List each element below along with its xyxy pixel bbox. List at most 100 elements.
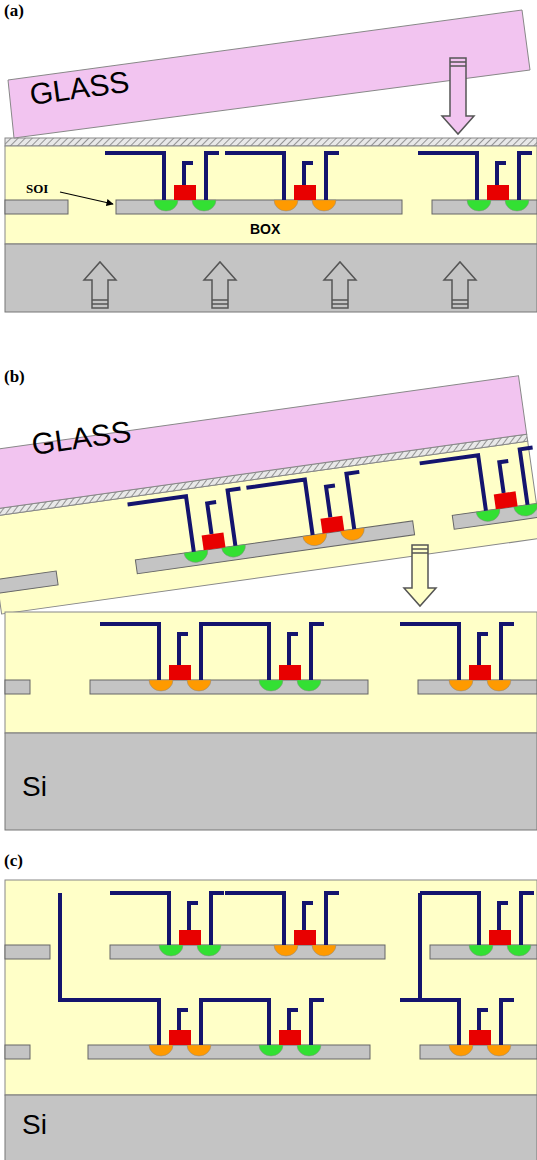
interconnect	[326, 893, 339, 945]
silicon-substrate	[5, 244, 537, 312]
interconnect	[326, 485, 339, 517]
transistor	[225, 153, 339, 211]
interconnect	[128, 496, 194, 560]
interconnect	[289, 1010, 298, 1030]
interconnect	[519, 153, 532, 200]
interconnect	[311, 624, 324, 680]
gate	[294, 930, 316, 945]
gate	[174, 185, 196, 200]
interconnect	[311, 1000, 324, 1045]
gate	[469, 1030, 491, 1045]
interconnect	[201, 1000, 214, 1045]
transistor	[420, 448, 537, 530]
source-drain	[154, 200, 178, 211]
source-drain	[505, 200, 529, 211]
panel-label: (a)	[4, 2, 24, 21]
source-drain	[259, 1045, 283, 1056]
interconnect	[105, 153, 164, 200]
source-drain	[507, 945, 531, 956]
interconnect	[207, 502, 220, 534]
soi-island	[430, 945, 537, 959]
interconnect	[189, 903, 198, 930]
interconnect	[418, 153, 477, 200]
interconnect	[499, 461, 512, 493]
gate	[169, 665, 191, 680]
soi-island	[452, 504, 537, 530]
gate	[489, 930, 511, 945]
source-drain	[449, 1045, 473, 1056]
gate	[279, 665, 301, 680]
gate	[294, 185, 316, 200]
gate	[320, 516, 344, 534]
transistor	[210, 624, 324, 691]
source-drain	[159, 945, 183, 956]
soi-island	[135, 521, 414, 574]
soi-island	[420, 1045, 537, 1059]
interconnect	[210, 624, 269, 680]
oxide	[5, 612, 537, 733]
source-drain	[187, 680, 211, 691]
layer-label: GLASS	[29, 414, 133, 461]
gate	[469, 665, 491, 680]
process-arrow	[444, 262, 476, 308]
soi-island	[0, 571, 58, 593]
source-drain	[187, 1045, 211, 1056]
interconnect	[210, 1000, 269, 1045]
interconnect	[179, 1010, 188, 1030]
source-drain	[487, 1045, 511, 1056]
interconnect	[479, 634, 488, 665]
interconnect	[499, 903, 508, 930]
soi-island	[90, 680, 368, 694]
source-drain	[312, 200, 336, 211]
panel-c	[5, 880, 537, 1160]
source-drain	[467, 200, 491, 211]
leader-line	[60, 192, 113, 204]
source-drain	[197, 945, 221, 956]
source-drain	[469, 945, 493, 956]
interconnect	[179, 634, 188, 665]
source-drain	[149, 680, 173, 691]
panel-b	[0, 375, 537, 830]
interconnect	[246, 480, 312, 544]
silicon-substrate	[5, 1095, 537, 1160]
gate	[169, 1030, 191, 1045]
interconnect	[304, 163, 313, 185]
gate	[279, 1030, 301, 1045]
soi-island	[5, 945, 50, 959]
soi-island	[432, 200, 537, 214]
flipped-layer	[0, 375, 537, 614]
transistor	[128, 489, 250, 571]
inter-tier-via	[60, 893, 150, 1000]
interconnect	[346, 472, 367, 529]
transistor	[100, 1000, 214, 1056]
glass-wafer	[8, 10, 530, 138]
transistor	[210, 1000, 324, 1056]
interconnect	[521, 893, 534, 945]
interconnect	[206, 153, 219, 200]
source-drain	[274, 200, 298, 211]
soi-island	[5, 200, 68, 214]
interconnect	[225, 153, 284, 200]
gate	[179, 930, 201, 945]
interconnect	[228, 489, 249, 546]
source-drain	[274, 945, 298, 956]
soi-island	[418, 680, 537, 694]
interconnect	[201, 624, 214, 680]
panel-label: (b)	[4, 368, 25, 387]
source-drain	[297, 680, 321, 691]
interconnect	[304, 903, 313, 930]
source-drain	[192, 200, 216, 211]
source-drain	[149, 1045, 173, 1056]
gate	[202, 532, 226, 550]
source-drain	[487, 680, 511, 691]
panel-label: (c)	[4, 852, 23, 871]
oxide	[5, 146, 537, 244]
oxide	[5, 880, 537, 1095]
interconnect	[400, 1000, 459, 1045]
panel-a	[5, 10, 537, 312]
transistor	[400, 1000, 514, 1056]
source-drain	[259, 680, 283, 691]
layer-label: Si	[22, 1110, 47, 1141]
interconnect	[479, 1010, 488, 1030]
